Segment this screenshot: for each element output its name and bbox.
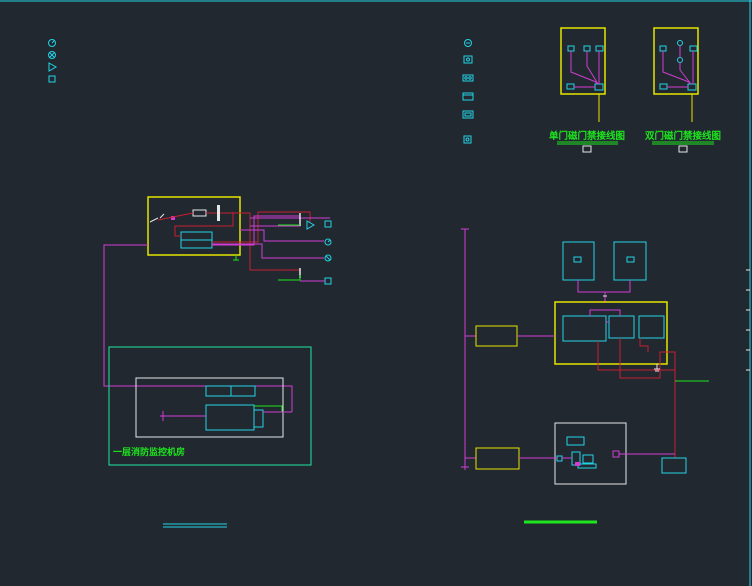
device-square-icon-top bbox=[324, 220, 332, 228]
monitor-cabinet bbox=[135, 377, 284, 438]
distribution-box-upper bbox=[475, 325, 518, 347]
double-door-sensor-a-icon bbox=[677, 40, 683, 46]
controller-main-board bbox=[562, 315, 607, 342]
double-door-scale-box bbox=[678, 145, 688, 153]
double-door-sensor-b-icon bbox=[677, 57, 683, 63]
cabinet-server bbox=[205, 404, 255, 431]
double-door-panel bbox=[653, 27, 699, 95]
access-controller-panel bbox=[554, 301, 668, 365]
single-door-reader-icon bbox=[583, 45, 591, 52]
card-reader-icon bbox=[463, 135, 472, 144]
double-dot-icon bbox=[462, 74, 474, 82]
panel-icon bbox=[462, 92, 474, 101]
double-door-button-icon bbox=[689, 45, 698, 52]
monitor-host-cabinet bbox=[554, 422, 627, 485]
machine-room-label: 一层消防监控机房 bbox=[113, 446, 185, 458]
single-door-button-icon bbox=[595, 45, 604, 52]
host-display bbox=[566, 436, 585, 446]
single-door-lock-icon bbox=[567, 45, 575, 52]
controller-power-unit bbox=[608, 315, 635, 339]
triangle-icon bbox=[48, 62, 58, 72]
reader-box-right bbox=[613, 241, 647, 281]
double-door-diagram: 双门磁门禁接线图 bbox=[644, 27, 721, 153]
legend-right bbox=[462, 39, 474, 144]
host-keyboard bbox=[577, 463, 597, 469]
cabinet-device-b bbox=[230, 385, 256, 397]
single-door-controller-icon bbox=[594, 83, 604, 91]
right-system-diagram bbox=[461, 228, 709, 524]
external-device-box bbox=[661, 457, 687, 474]
single-door-diagram: 单门磁门禁接线图 bbox=[549, 27, 625, 153]
double-door-power-icon bbox=[659, 83, 668, 90]
device-cross-icon bbox=[324, 254, 332, 262]
distribution-box-lower bbox=[475, 447, 520, 470]
box-dot-icon bbox=[463, 55, 473, 64]
single-door-panel bbox=[560, 27, 606, 95]
cabinet-device-a bbox=[205, 385, 232, 397]
dot-circle-icon bbox=[464, 39, 472, 47]
single-door-scale-box bbox=[582, 145, 592, 153]
device-clock-icon bbox=[324, 238, 332, 246]
alarm-triangle-icon bbox=[306, 220, 316, 230]
double-door-lock-icon bbox=[659, 45, 667, 52]
frame-right-ticks bbox=[746, 269, 750, 371]
controller-relay-icon bbox=[217, 205, 220, 221]
machine-room-outline bbox=[108, 346, 312, 466]
clock-icon bbox=[48, 39, 56, 47]
double-door-title: 双门磁门禁接线图 bbox=[644, 130, 721, 142]
controller-battery bbox=[638, 315, 665, 339]
single-door-power-icon bbox=[566, 83, 575, 90]
square-icon bbox=[48, 75, 56, 83]
single-door-title: 单门磁门禁接线图 bbox=[549, 130, 625, 142]
legend-left bbox=[48, 39, 58, 83]
host-port-icon bbox=[612, 450, 620, 458]
double-door-controller-icon bbox=[687, 83, 697, 91]
controller-fuse-icon bbox=[192, 209, 207, 217]
reader-icon-right bbox=[626, 256, 635, 263]
cabinet-side-unit bbox=[253, 409, 264, 428]
device-square-icon-bottom bbox=[324, 277, 332, 285]
controller-terminal-icon bbox=[171, 216, 175, 220]
reader-icon-left bbox=[573, 256, 582, 263]
host-input-port-icon bbox=[556, 455, 563, 462]
door-controller-panel bbox=[147, 196, 241, 256]
cross-circle-icon bbox=[48, 51, 56, 59]
screen-icon bbox=[462, 110, 474, 119]
host-monitor bbox=[582, 454, 594, 464]
reader-box-left bbox=[562, 241, 595, 281]
left-system-diagram: 一层消防监控机房 bbox=[103, 196, 332, 528]
